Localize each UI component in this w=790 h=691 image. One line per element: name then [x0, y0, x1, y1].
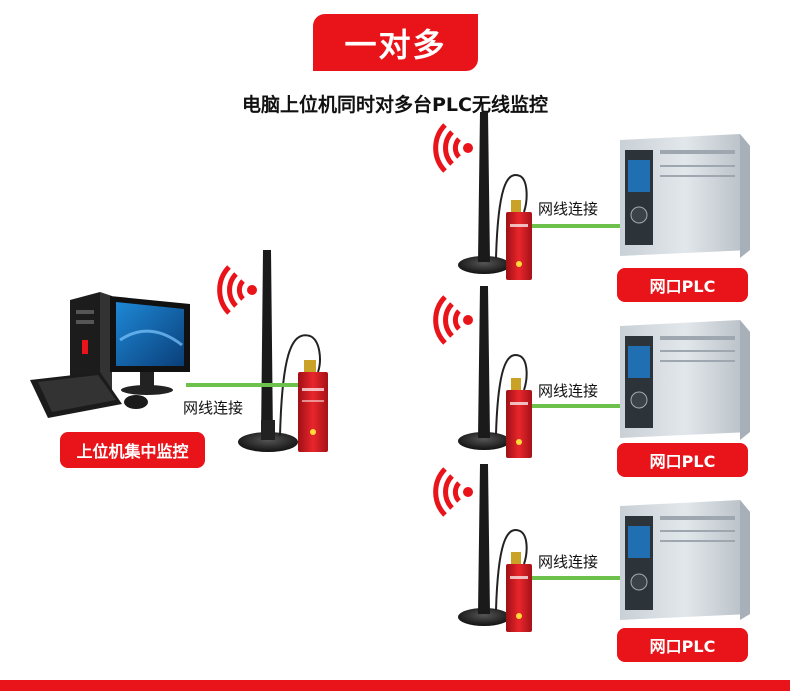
remote-node-1 — [433, 112, 750, 280]
host-link-line — [186, 383, 298, 387]
wifi-icon — [433, 467, 473, 517]
plc-link-label: 网线连接 — [538, 553, 599, 571]
plc-link-line — [532, 576, 620, 580]
bottom-bar — [0, 680, 790, 691]
host-label: 上位机集中监控 — [60, 432, 205, 468]
plc-device — [620, 500, 750, 620]
plc-link-line — [532, 404, 620, 408]
host-wifi-icon — [217, 265, 257, 315]
host-link-label: 网线连接 — [183, 399, 244, 417]
remote-node-3 — [433, 464, 750, 632]
plc-label: 网口PLC — [617, 268, 748, 302]
plc-link-label: 网线连接 — [538, 200, 599, 218]
wifi-icon — [433, 295, 473, 345]
plc-device — [620, 134, 750, 258]
title-badge: 一对多 — [313, 14, 478, 71]
plc-label: 网口PLC — [617, 628, 748, 662]
plc-device — [620, 320, 750, 440]
plc-link-label: 网线连接 — [538, 382, 599, 400]
remote-node-2 — [433, 286, 750, 458]
host-radio — [238, 250, 328, 452]
title-text: 一对多 — [344, 25, 447, 64]
wifi-icon — [433, 123, 473, 173]
subtitle: 电脑上位机同时对多台PLC无线监控 — [242, 94, 548, 116]
host-computer — [30, 292, 190, 418]
plc-label: 网口PLC — [617, 443, 748, 477]
plc-link-line — [532, 224, 620, 228]
